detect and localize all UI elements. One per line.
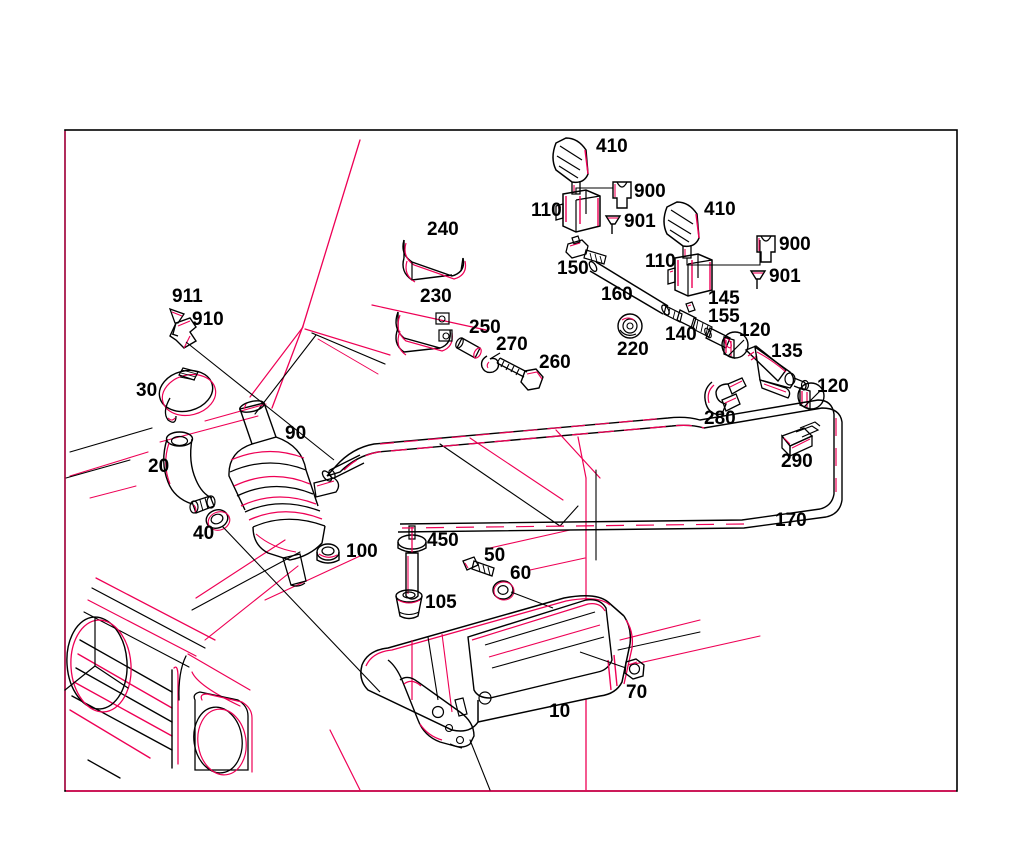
callout-900-right: 900 — [779, 234, 811, 255]
part-50-screw — [462, 556, 495, 577]
callout-105: 105 — [425, 592, 457, 613]
part-901-left — [604, 215, 622, 234]
part-170-supply-hose — [321, 399, 843, 533]
callout-120-lower: 120 — [817, 376, 849, 397]
part-900-left — [612, 181, 632, 209]
callout-911: 911 — [172, 286, 203, 307]
callout-290: 290 — [781, 451, 813, 472]
callout-labels: 10 20 30 40 50 60 70 90 100 105 110 110 … — [136, 136, 849, 722]
part-450-screw — [397, 525, 427, 600]
part-150-t-connector — [565, 235, 607, 265]
part-120-connector-lower — [797, 382, 825, 410]
part-160-hose — [588, 260, 670, 316]
callout-160: 160 — [601, 284, 633, 305]
callout-20: 20 — [148, 456, 169, 477]
diagram-frame — [64, 129, 958, 792]
part-230-clamp — [395, 311, 453, 356]
part-280-bracket — [704, 377, 747, 415]
callout-150: 150 — [557, 258, 589, 279]
part-220-grommet — [617, 313, 643, 339]
part-20-filler-neck — [163, 431, 216, 514]
part-270-clip — [480, 352, 501, 374]
leader-40 — [221, 525, 381, 693]
part-110-holder-left — [555, 189, 601, 233]
callout-270: 270 — [496, 334, 528, 355]
callout-135: 135 — [771, 341, 803, 362]
part-410-nozzle-right — [663, 201, 700, 259]
part-40-ring — [205, 509, 231, 531]
callout-450: 450 — [427, 530, 459, 551]
callout-40: 40 — [193, 523, 214, 544]
leader-60 — [510, 591, 554, 609]
callout-155: 155 — [708, 306, 740, 327]
part-30-cap — [158, 367, 217, 423]
part-250-sleeve — [455, 337, 482, 359]
part-100-grommet — [316, 543, 340, 564]
callout-220: 220 — [617, 339, 649, 360]
callout-901-left: 901 — [624, 211, 656, 232]
callout-260: 260 — [539, 352, 571, 373]
callout-145: 145 — [708, 288, 740, 309]
callout-100: 100 — [346, 541, 378, 562]
callout-110-left: 110 — [531, 200, 562, 221]
callout-140: 140 — [665, 324, 697, 345]
callout-900-left: 900 — [634, 181, 666, 202]
part-105-bushing — [395, 589, 423, 620]
callout-70: 70 — [626, 682, 647, 703]
callout-280: 280 — [704, 408, 736, 429]
leader-70 — [579, 651, 627, 669]
part-901-right — [749, 270, 767, 289]
callout-60: 60 — [510, 563, 531, 584]
part-900-right — [756, 235, 776, 263]
callout-240: 240 — [427, 219, 459, 240]
callout-90: 90 — [285, 423, 306, 444]
part-70-nut — [624, 658, 645, 680]
callout-250: 250 — [469, 317, 501, 338]
part-10-reservoir — [360, 595, 634, 749]
callout-901-right: 901 — [769, 266, 801, 287]
vehicle-body-outline — [64, 139, 761, 791]
part-260-bolt — [496, 357, 544, 391]
callout-10: 10 — [549, 701, 570, 722]
callout-410-left: 410 — [596, 136, 628, 157]
callout-30: 30 — [136, 380, 157, 401]
part-140-145-155-assembly — [663, 301, 732, 349]
part-120-connector-upper — [721, 331, 749, 359]
part-290-clip — [780, 421, 821, 458]
part-240-clamp — [402, 239, 467, 283]
part-60-washer — [492, 580, 515, 601]
part-910-connector — [169, 317, 197, 349]
callout-910: 910 — [192, 309, 224, 330]
callout-230: 230 — [420, 286, 452, 307]
callout-410-right: 410 — [704, 199, 736, 220]
callout-50: 50 — [484, 545, 505, 566]
part-135-valve — [744, 345, 810, 399]
callout-170: 170 — [775, 510, 807, 531]
callout-110-right: 110 — [645, 251, 676, 272]
leader-410-900-left — [575, 187, 613, 194]
callout-120-upper: 120 — [739, 320, 771, 341]
